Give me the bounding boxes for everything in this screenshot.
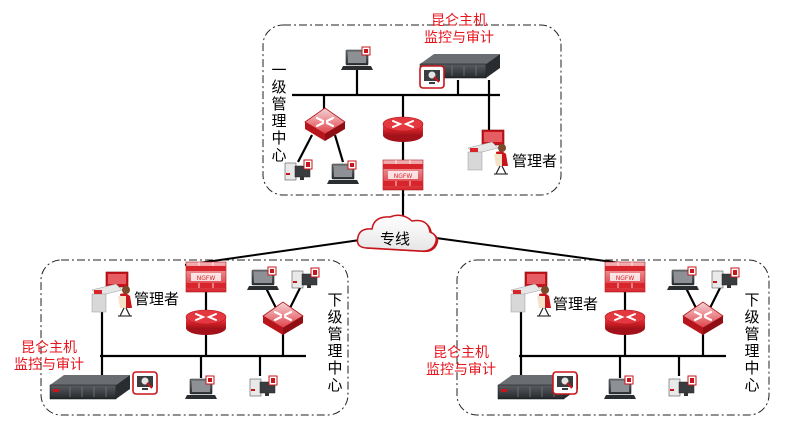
- left-switch-icon[interactable]: [261, 300, 305, 337]
- left-admin-workstation-icon[interactable]: [91, 271, 133, 317]
- left-monitor-audit-label: 昆仑主机 监控与审计: [14, 340, 84, 374]
- left-laptop-icon[interactable]: [246, 266, 280, 291]
- left-center-vertical-label: 下级管理中心: [327, 291, 343, 394]
- top-router-icon[interactable]: [382, 116, 424, 143]
- wan-label: 专线: [380, 230, 411, 248]
- right-ngfw-label: NGFW: [616, 275, 635, 282]
- wan-links: [184, 237, 621, 266]
- left-monitor-audit-label-line1: 昆仑主机: [21, 340, 77, 356]
- top-desktop-icon[interactable]: [284, 159, 313, 181]
- right-router-icon[interactable]: [604, 309, 646, 336]
- top-monitor-audit-label-line1: 昆仑主机: [431, 13, 487, 29]
- top-admin-workstation-icon[interactable]: [467, 129, 509, 175]
- left-ngfw-label: NGFW: [197, 275, 216, 282]
- right-center-vertical-label: 下级管理中心: [744, 291, 760, 394]
- left-router-icon[interactable]: [185, 309, 227, 336]
- top-admin-label: 管理者: [512, 152, 558, 170]
- left-laptop-2-icon[interactable]: [184, 375, 218, 400]
- right-desktop-2-icon[interactable]: [668, 375, 697, 397]
- right-monitor-audit-label-line2: 监控与审计: [426, 362, 496, 378]
- left-center-links: [100, 287, 306, 378]
- right-center-links: [519, 287, 726, 378]
- right-admin-label: 管理者: [553, 295, 599, 313]
- top-monitor-audit-badge-icon[interactable]: [419, 65, 445, 89]
- right-desktop-icon[interactable]: [711, 267, 740, 289]
- right-monitor-audit-label-line1: 昆仑主机: [433, 345, 489, 361]
- left-desktop-icon[interactable]: [291, 267, 320, 289]
- top-monitor-audit-label-line2: 监控与审计: [424, 30, 494, 46]
- left-admin-label: 管理者: [134, 290, 180, 308]
- right-admin-workstation-icon[interactable]: [510, 271, 552, 317]
- top-monitor-audit-label: 昆仑主机 监控与审计: [424, 13, 494, 47]
- right-laptop-2-icon[interactable]: [603, 375, 637, 400]
- left-audit-server-icon[interactable]: [49, 374, 131, 400]
- top-center-vertical-label: 一级管理中心: [271, 61, 287, 164]
- right-center-boundary: [456, 259, 770, 416]
- wan-cloud-icon[interactable]: [356, 214, 439, 253]
- left-monitor-audit-label-line2: 监控与审计: [14, 357, 84, 373]
- left-center-boundary: [40, 259, 349, 416]
- top-laptop-2-icon[interactable]: [326, 160, 360, 185]
- left-monitor-audit-badge-icon[interactable]: [132, 371, 158, 395]
- top-ngfw-label: NGFW: [394, 173, 413, 180]
- right-monitor-audit-badge-icon[interactable]: [552, 371, 578, 395]
- right-laptop-icon[interactable]: [666, 266, 700, 291]
- top-center-boundary: [262, 24, 562, 196]
- top-laptop-icon[interactable]: [340, 46, 374, 71]
- right-monitor-audit-label: 昆仑主机 监控与审计: [426, 345, 496, 379]
- left-desktop-2-icon[interactable]: [249, 375, 278, 397]
- right-switch-icon[interactable]: [681, 300, 725, 337]
- top-center-links: [292, 70, 500, 220]
